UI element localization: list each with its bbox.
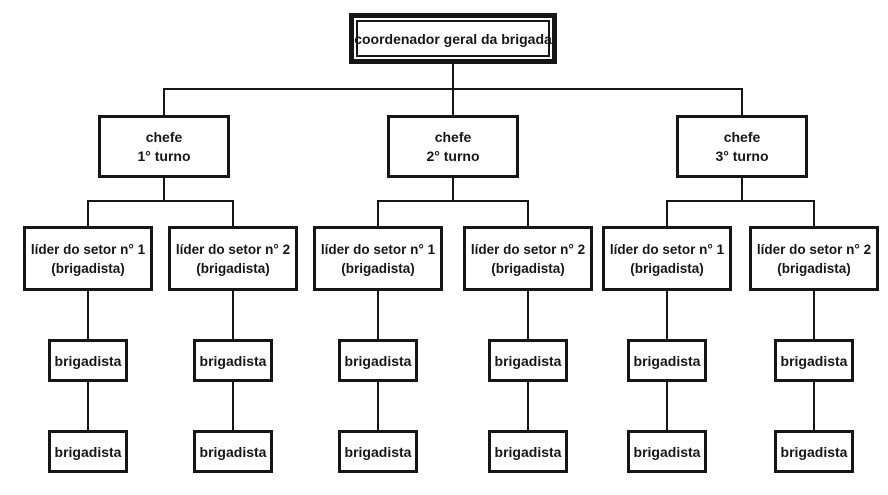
- brigadista-box-3-2-1: brigadista: [774, 339, 854, 382]
- lider-1-1-line1: líder do setor n° 1: [30, 241, 146, 257]
- brigadista-3-2-2-label: brigadista: [780, 443, 848, 460]
- connector-3-2-brig2: [813, 382, 815, 430]
- lider-3-1-line1: líder do setor n° 1: [609, 241, 725, 257]
- brigadista-2-1-1-label: brigadista: [344, 352, 412, 369]
- brigadista-box-2-2-2: brigadista: [488, 430, 568, 473]
- connector-2-2-brig1: [527, 291, 529, 339]
- lider-2-2-line2: (brigadista): [491, 260, 565, 276]
- brigadista-box-2-1-1: brigadista: [338, 339, 418, 382]
- brigadista-1-1-2-label: brigadista: [54, 443, 122, 460]
- brigadista-2-2-2-label: brigadista: [494, 443, 562, 460]
- connector-turno2-horizontal: [377, 200, 529, 202]
- chefe-box-turno1: chefe 1° turno: [98, 115, 230, 178]
- lider-box-2-2: líder do setor n° 2 (brigadista): [463, 226, 593, 291]
- connector-2-1-brig2: [377, 382, 379, 430]
- lider-box-1-1: líder do setor n° 1 (brigadista): [23, 226, 153, 291]
- brigadista-1-2-2-label: brigadista: [199, 443, 267, 460]
- lider-box-3-2: líder do setor n° 2 (brigadista): [749, 226, 879, 291]
- connector-turno1-drop: [163, 178, 165, 200]
- brigadista-3-1-1-label: brigadista: [633, 352, 701, 369]
- lider-2-1-line2: (brigadista): [341, 260, 415, 276]
- root-box-label: coordenador geral da brigada: [354, 20, 552, 57]
- connector-3-1-brig2: [666, 382, 668, 430]
- lider-2-2-line1: líder do setor n° 2: [470, 241, 586, 257]
- lider-1-2-line2: (brigadista): [196, 260, 270, 276]
- connector-1-1-brig2: [87, 382, 89, 430]
- brigadista-2-1-2-label: brigadista: [344, 443, 412, 460]
- connector-chefe1-drop: [163, 88, 165, 115]
- connector-turno3-horizontal: [666, 200, 815, 202]
- brigadista-box-3-1-2: brigadista: [627, 430, 707, 473]
- connector-3-2-brig1: [813, 291, 815, 339]
- lider-box-1-2: líder do setor n° 2 (brigadista): [168, 226, 298, 291]
- root-box: coordenador geral da brigada: [349, 13, 557, 64]
- connector-setor1-1-drop: [87, 200, 89, 226]
- connector-3-1-brig1: [666, 291, 668, 339]
- brigadista-box-3-1-1: brigadista: [627, 339, 707, 382]
- connector-chefe3-drop: [741, 88, 743, 115]
- lider-3-2-line1: líder do setor n° 2: [756, 241, 872, 257]
- connector-chefe2-drop: [452, 88, 454, 115]
- connector-1-2-brig2: [232, 382, 234, 430]
- brigadista-2-2-1-label: brigadista: [494, 352, 562, 369]
- brigadista-box-1-1-2: brigadista: [48, 430, 128, 473]
- brigadista-3-2-1-label: brigadista: [780, 352, 848, 369]
- brigadista-box-2-1-2: brigadista: [338, 430, 418, 473]
- lider-box-2-1: líder do setor n° 1 (brigadista): [313, 226, 443, 291]
- connector-turno1-horizontal: [87, 200, 234, 202]
- brigadista-3-1-2-label: brigadista: [633, 443, 701, 460]
- brigadista-1-2-1-label: brigadista: [199, 352, 267, 369]
- chefe-box-turno3: chefe 3° turno: [676, 115, 808, 178]
- connector-2-1-brig1: [377, 291, 379, 339]
- lider-1-1-line2: (brigadista): [51, 260, 125, 276]
- chefe-turno3-line2: 3° turno: [715, 147, 769, 164]
- lider-3-1-line2: (brigadista): [630, 260, 704, 276]
- brigadista-1-1-1-label: brigadista: [54, 352, 122, 369]
- connector-setor2-1-drop: [377, 200, 379, 226]
- chefe-turno2-line2: 2° turno: [426, 147, 480, 164]
- chefe-turno2-line1: chefe: [434, 128, 472, 145]
- brigadista-box-1-1-1: brigadista: [48, 339, 128, 382]
- chefe-box-turno2: chefe 2° turno: [387, 115, 519, 178]
- lider-1-2-line1: líder do setor n° 2: [175, 241, 291, 257]
- brigadista-box-3-2-2: brigadista: [774, 430, 854, 473]
- connector-1-2-brig1: [232, 291, 234, 339]
- brigadista-box-2-2-1: brigadista: [488, 339, 568, 382]
- connector-turno3-drop: [741, 178, 743, 200]
- connector-1-1-brig1: [87, 291, 89, 339]
- connector-root-drop: [452, 64, 454, 88]
- lider-box-3-1: líder do setor n° 1 (brigadista): [602, 226, 732, 291]
- connector-setor2-2-drop: [527, 200, 529, 226]
- connector-setor1-2-drop: [232, 200, 234, 226]
- connector-2-2-brig2: [527, 382, 529, 430]
- chefe-turno1-line2: 1° turno: [137, 147, 191, 164]
- lider-3-2-line2: (brigadista): [777, 260, 851, 276]
- brigadista-box-1-2-2: brigadista: [193, 430, 273, 473]
- chefe-turno3-line1: chefe: [723, 128, 761, 145]
- connector-setor3-1-drop: [666, 200, 668, 226]
- lider-2-1-line1: líder do setor n° 1: [320, 241, 436, 257]
- connector-turno2-drop: [452, 178, 454, 200]
- chefe-turno1-line1: chefe: [145, 128, 183, 145]
- brigadista-box-1-2-1: brigadista: [193, 339, 273, 382]
- connector-setor3-2-drop: [813, 200, 815, 226]
